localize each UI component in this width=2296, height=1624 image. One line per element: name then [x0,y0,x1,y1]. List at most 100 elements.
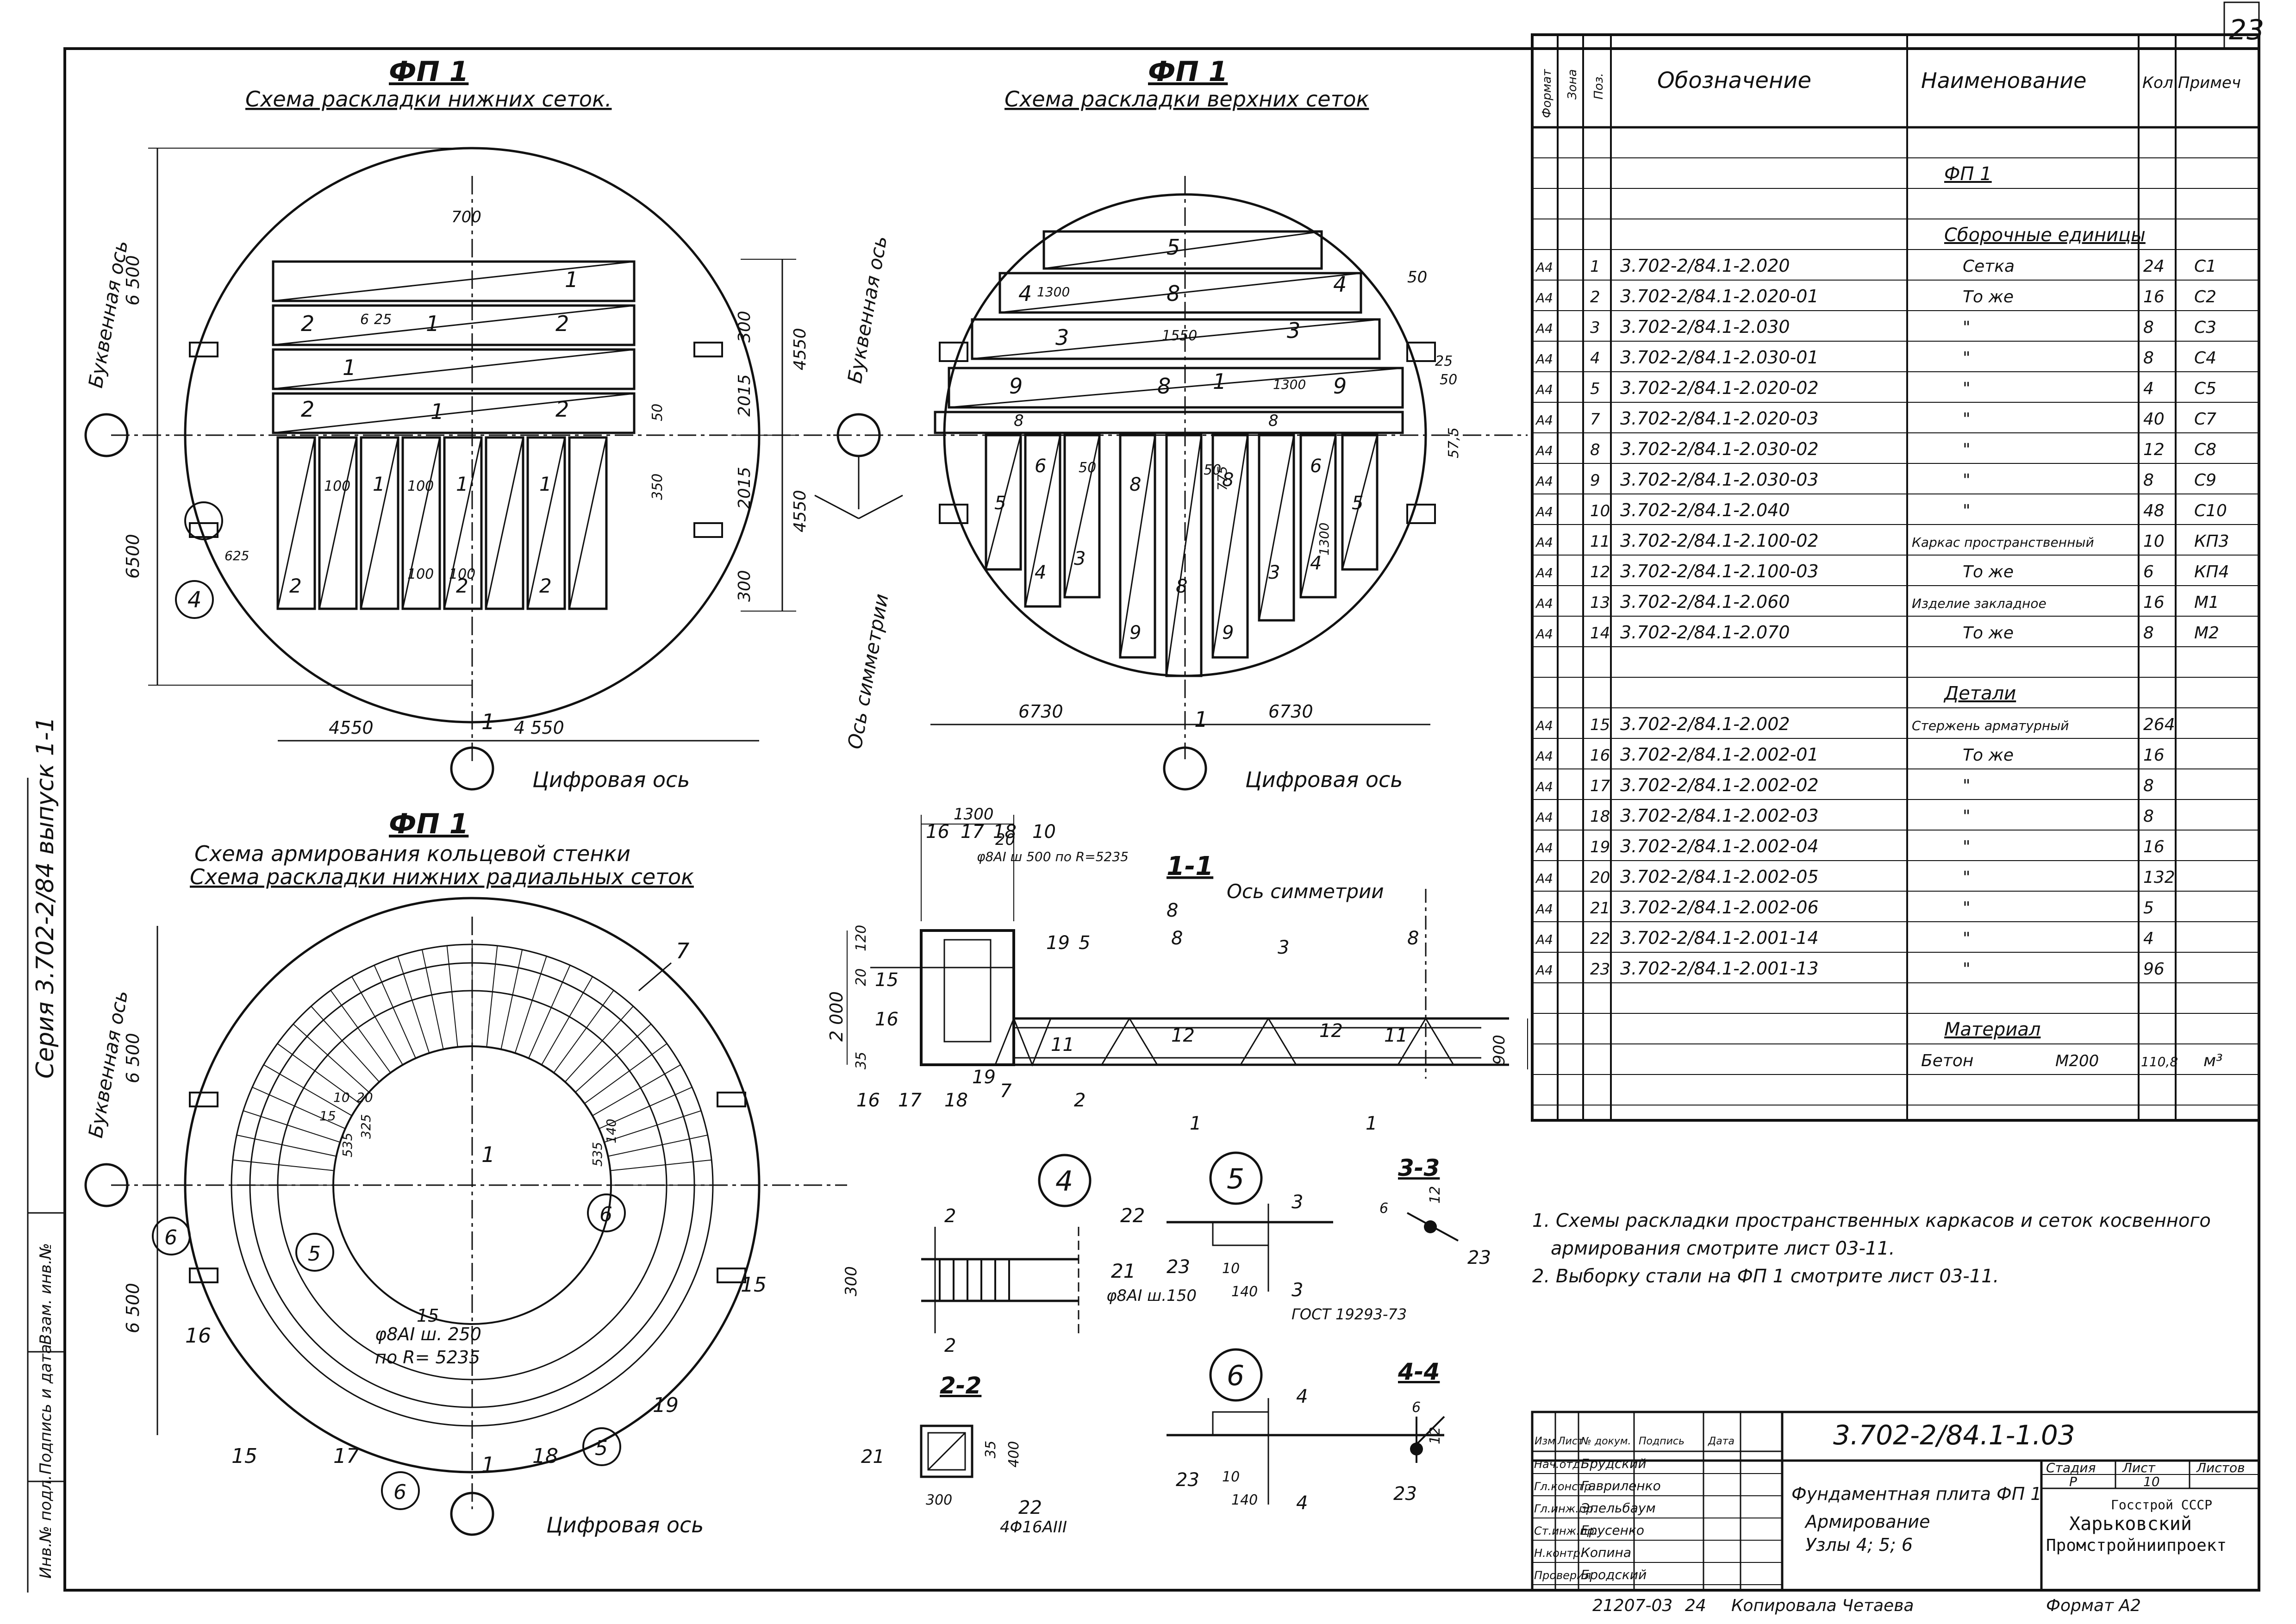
svg-text:А4: А4 [1535,412,1553,428]
svg-text:Дата: Дата [1708,1436,1734,1447]
svg-text:А4: А4 [1535,351,1553,367]
section-1-1-label: 16 [856,1090,880,1111]
svg-text:6730: 6730 [1018,701,1063,722]
spec-note: С5 [2194,379,2216,398]
tb-role: Гл.констр [1534,1480,1591,1493]
svg-text:А4: А4 [1535,810,1553,825]
svg-text:φ8AI ш.150: φ8AI ш.150 [1106,1287,1197,1305]
svg-text:140: 140 [1231,1284,1258,1300]
svg-text:2: 2 [944,1206,956,1227]
svg-text:А4: А4 [1535,474,1553,489]
svg-text:9: 9 [1009,374,1023,399]
tb-person: Гавриленко [1581,1478,1661,1493]
note-1b: армирования смотрите лист 03-11. [1551,1238,1895,1259]
svg-text:1: 1 [343,355,356,380]
svg-text:700: 700 [451,208,481,226]
svg-text:535: 535 [340,1133,355,1157]
svg-text:2: 2 [456,575,468,597]
svg-text:2-2: 2-2 [940,1372,981,1399]
view2-title: ФП 1 [1148,56,1228,88]
svg-text:Промстройниипроект: Промстройниипроект [2046,1536,2227,1555]
svg-text:23: 23 [1167,1256,1190,1278]
svg-text:4550: 4550 [791,328,810,370]
svg-text:1: 1 [481,709,495,734]
svg-text:50: 50 [1440,372,1457,388]
spec-note: С8 [2194,440,2216,459]
svg-text:8: 8 [1167,281,1180,306]
svg-text:8: 8 [1222,469,1234,491]
tb-person: Бродский [1581,1567,1647,1582]
view1-axis-letter-marker [84,413,129,457]
svg-text:20: 20 [356,1090,373,1105]
spec-qty: 6 [2143,562,2154,581]
spec-qty: 8 [2143,624,2154,643]
svg-text:19: 19 [1590,838,1610,856]
view1-title: ФП 1 [389,56,468,88]
svg-text:А4: А4 [1535,718,1553,733]
svg-text:6: 6 [1227,1360,1244,1392]
svg-text:25: 25 [1435,353,1453,369]
svg-text:9: 9 [1590,471,1600,490]
svg-text:Харьковский: Харьковский [2069,1513,2192,1535]
spec-qty: 16 [2143,837,2165,856]
spec-name: Изделие закладное [1912,596,2046,611]
spec-designation: 3.702-2/84.1-2.002-05 [1620,867,1819,887]
section-1-1-label: 18 [993,821,1017,843]
svg-text:57,5: 57,5 [1446,427,1462,458]
svg-text:24: 24 [1685,1596,1706,1615]
side-series: Серия 3.702-2/84 выпуск 1-1 [31,717,59,1079]
svg-text:11: 11 [1590,532,1610,551]
section-1-1-label: 11 [1384,1025,1408,1046]
svg-text:Лист: Лист [2122,1460,2156,1475]
svg-text:Бетон: Бетон [1921,1051,1973,1070]
view1-subtitle: Схема раскладки нижних сеток. [245,87,611,112]
spec-note: С4 [2194,349,2216,368]
svg-text:23: 23 [1176,1469,1199,1491]
svg-text:6 500: 6 500 [123,1283,143,1333]
svg-text:1300: 1300 [1273,377,1306,392]
spec-note: КП3 [2194,532,2229,551]
side-inv: Инв.№ подл. [37,1475,55,1579]
svg-text:Формат А2: Формат А2 [2046,1596,2141,1615]
svg-text:6: 6 [1379,1200,1388,1217]
svg-text:325: 325 [358,1114,374,1139]
svg-text:4: 4 [1310,553,1322,574]
section-1-1-label: 8 [1407,928,1419,949]
svg-text:22: 22 [1018,1497,1042,1518]
title-block: 3.702-2/84.1-1.03 Фундаментная плита ФП … [1531,1411,2260,1615]
svg-text:6: 6 [599,1203,612,1226]
svg-text:А4: А4 [1535,504,1553,519]
tb-role: Гл.инж.пр. [1534,1502,1597,1515]
section-1-1-label: 16 [926,821,949,843]
spec-name: То же [1963,562,2014,581]
section-1-1-label: 12 [1319,1020,1343,1042]
svg-text:15: 15 [417,1305,439,1326]
spec-section-title: Детали [1943,683,2016,704]
svg-text:4: 4 [1055,1165,1073,1198]
svg-text:Подпись: Подпись [1639,1436,1685,1447]
spec-note: М2 [2194,624,2219,643]
spec-qty: 4 [2143,929,2154,948]
section-1-1-label: 3 [1278,937,1289,958]
spec-name: То же [1963,624,2014,643]
node-4: 4 22 21 φ8AI ш.150 300 2 2 [842,1154,1197,1356]
section-1-1-title: 1-1 [1167,851,1213,881]
svg-text:1: 1 [373,473,385,495]
spec-qty: 5 [2143,899,2154,918]
svg-text:4: 4 [1590,349,1600,368]
svg-text:5: 5 [1167,235,1180,260]
spec-designation: 3.702-2/84.1-2.040 [1620,500,1790,520]
svg-text:140: 140 [1231,1492,1258,1508]
spec-note: КП4 [2194,562,2229,581]
node-5: 5 3 3 23 10 140 ГОСТ 19293-73 [1167,1151,1407,1323]
svg-text:2015: 2015 [735,374,754,417]
svg-text:А4: А4 [1535,596,1553,611]
spec-designation: 3.702-2/84.1-2.020 [1620,256,1790,276]
svg-text:21: 21 [1111,1260,1136,1282]
svg-text:20: 20 [853,968,869,986]
svg-text:15: 15 [231,1444,257,1468]
svg-text:1: 1 [1194,707,1208,732]
spec-name: " [1963,837,1971,856]
svg-text:100: 100 [407,566,434,582]
